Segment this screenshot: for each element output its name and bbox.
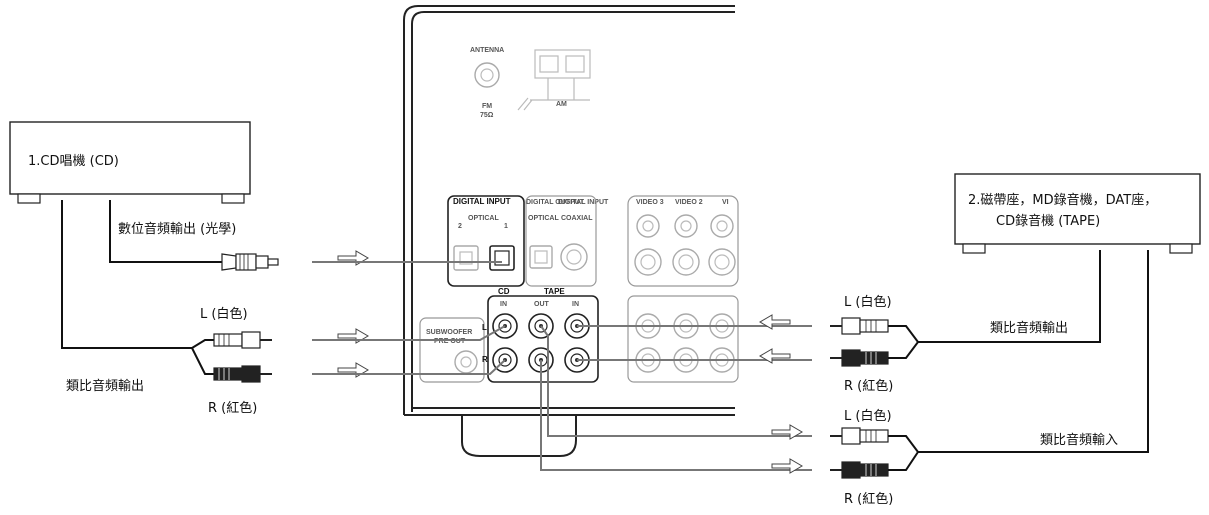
- tape-in-red-label: R (紅色): [844, 491, 893, 507]
- arrow-tape-in-r: [759, 348, 791, 364]
- cd-player-device: 1.CD唱機 (CD): [9, 121, 251, 204]
- tape-analog-in-cable: L (白色) R (紅色) 類比音頻輸入: [830, 250, 1149, 507]
- wire-cd-l: [312, 325, 506, 341]
- svg-text:PRE OUT: PRE OUT: [434, 338, 466, 345]
- tape-deck-device: 2.磁帶座，MD錄音機，DAT座， CD錄音機 (TAPE): [954, 173, 1201, 254]
- svg-text:OPTICAL: OPTICAL: [528, 215, 559, 222]
- digital-out-label: 數位音頻輸出 (光學): [118, 221, 236, 237]
- wire-tape-out-r: [540, 360, 812, 471]
- tape-analog-out-cable: L (白色) R (紅色) 類比音頻輸出: [830, 250, 1101, 394]
- svg-text:OUT: OUT: [534, 301, 550, 308]
- cd-white-label: L (白色): [200, 306, 248, 322]
- svg-text:DIGITAL INPUT: DIGITAL INPUT: [558, 199, 609, 206]
- svg-text:COAXIAL: COAXIAL: [561, 215, 593, 222]
- arrow-tape-in-l: [759, 314, 791, 330]
- svg-text:L: L: [482, 323, 487, 332]
- svg-text:AM: AM: [556, 101, 567, 108]
- tape-out-red-label: R (紅色): [844, 378, 893, 394]
- svg-text:R: R: [482, 355, 488, 364]
- svg-text:2: 2: [458, 223, 462, 230]
- tape-out-white-label: L (白色): [844, 294, 892, 310]
- svg-text:FM: FM: [482, 103, 492, 110]
- svg-text:VI: VI: [722, 199, 729, 206]
- tape-deck-label-line2: CD錄音機 (TAPE): [996, 213, 1100, 229]
- svg-text:DIGITAL INPUT: DIGITAL INPUT: [453, 197, 511, 206]
- svg-text:CD: CD: [498, 287, 510, 296]
- svg-text:VIDEO 2: VIDEO 2: [675, 199, 703, 206]
- cd-red-label: R (紅色): [208, 400, 257, 416]
- svg-text:1: 1: [504, 223, 508, 230]
- svg-text:SUBWOOFER: SUBWOOFER: [426, 329, 472, 336]
- wire-cd-r: [312, 359, 506, 375]
- cd-digital-cable: 數位音頻輸出 (光學): [109, 200, 279, 271]
- svg-text:IN: IN: [572, 301, 579, 308]
- cd-player-label: 1.CD唱機 (CD): [28, 154, 119, 169]
- svg-text:OPTICAL: OPTICAL: [468, 215, 499, 222]
- receiver-rear-panel: ANTENNA FM 75Ω AM DIGITAL INPUT OPTICAL …: [403, 5, 739, 457]
- analog-out-left-label: 類比音頻輸出: [66, 378, 144, 394]
- analog-out-right-label: 類比音頻輸出: [990, 320, 1068, 336]
- tape-in-white-label: L (白色): [844, 408, 892, 424]
- svg-text:DIGITAL OUTPUT: DIGITAL OUTPUT: [526, 199, 585, 206]
- svg-text:ANTENNA: ANTENNA: [470, 47, 504, 54]
- wire-tape-out-l: [540, 325, 812, 437]
- tape-deck-label-line1: 2.磁帶座，MD錄音機，DAT座，: [968, 192, 1157, 208]
- analog-in-right-label: 類比音頻輸入: [1040, 432, 1118, 448]
- svg-text:TAPE: TAPE: [544, 287, 565, 296]
- cd-analog-cable: L (白色) R (紅色) 類比音頻輸出: [61, 200, 272, 416]
- arrow-tape-out-l: [771, 424, 803, 440]
- svg-text:75Ω: 75Ω: [480, 112, 494, 119]
- arrow-tape-out-r: [771, 458, 803, 474]
- svg-text:VIDEO 3: VIDEO 3: [636, 199, 664, 206]
- svg-text:IN: IN: [500, 301, 507, 308]
